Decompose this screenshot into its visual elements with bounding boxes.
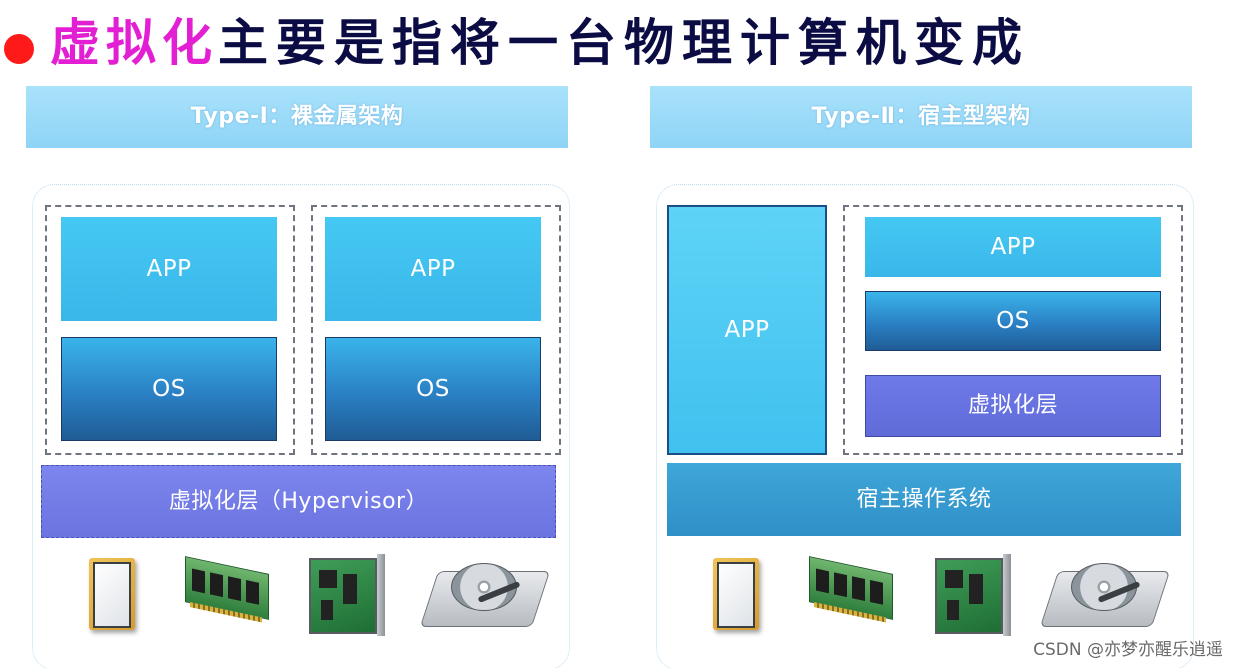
guest-app-block: APP bbox=[865, 217, 1161, 277]
network-card-icon bbox=[935, 554, 1011, 636]
vm1-app-block: APP bbox=[61, 217, 277, 321]
vm1-group: APP OS bbox=[45, 205, 295, 455]
ram-module-icon bbox=[185, 556, 269, 623]
title-row: 虚拟化主要是指将一台物理计算机变成 bbox=[0, 0, 1237, 80]
guest-virt-layer: 虚拟化层 bbox=[865, 375, 1161, 437]
guest-group: APP OS 虚拟化层 bbox=[843, 205, 1183, 455]
vm2-os-block: OS bbox=[325, 337, 541, 441]
network-card-icon bbox=[309, 554, 385, 636]
type2-panel: Type-Ⅱ：宿主型架构 APP APP OS 虚拟化层 宿主操作系统 bbox=[650, 84, 1198, 668]
watermark: CSDN @亦梦亦醒乐逍遥 bbox=[1033, 640, 1223, 660]
vm2-group: APP OS bbox=[311, 205, 561, 455]
hard-drive-icon bbox=[419, 563, 551, 627]
vm1-os-block: OS bbox=[61, 337, 277, 441]
hard-drive-icon bbox=[1039, 563, 1171, 627]
type1-frame: APP OS APP OS 虚拟化层（Hypervisor） bbox=[32, 184, 570, 668]
hypervisor-layer: 虚拟化层（Hypervisor） bbox=[41, 465, 556, 538]
bullet-icon bbox=[4, 34, 34, 64]
type1-header: Type-Ⅰ：裸金属架构 bbox=[26, 86, 568, 148]
type2-frame: APP APP OS 虚拟化层 宿主操作系统 bbox=[656, 184, 1194, 668]
ram-module-icon bbox=[809, 556, 893, 623]
host-os-layer: 宿主操作系统 bbox=[667, 463, 1181, 536]
title-rest: 主要是指将一台物理计算机变成 bbox=[218, 13, 1030, 72]
page-title: 虚拟化主要是指将一台物理计算机变成 bbox=[50, 10, 1030, 76]
title-highlight: 虚拟化 bbox=[50, 13, 218, 72]
vm2-app-block: APP bbox=[325, 217, 541, 321]
type1-panel: Type-Ⅰ：裸金属架构 APP OS APP OS 虚拟化层（Hypervis… bbox=[26, 84, 574, 668]
guest-os-block: OS bbox=[865, 291, 1161, 351]
type2-header: Type-Ⅱ：宿主型架构 bbox=[650, 86, 1192, 148]
host-app-block: APP bbox=[667, 205, 827, 455]
cpu-icon bbox=[713, 558, 759, 630]
cpu-icon bbox=[89, 558, 135, 630]
